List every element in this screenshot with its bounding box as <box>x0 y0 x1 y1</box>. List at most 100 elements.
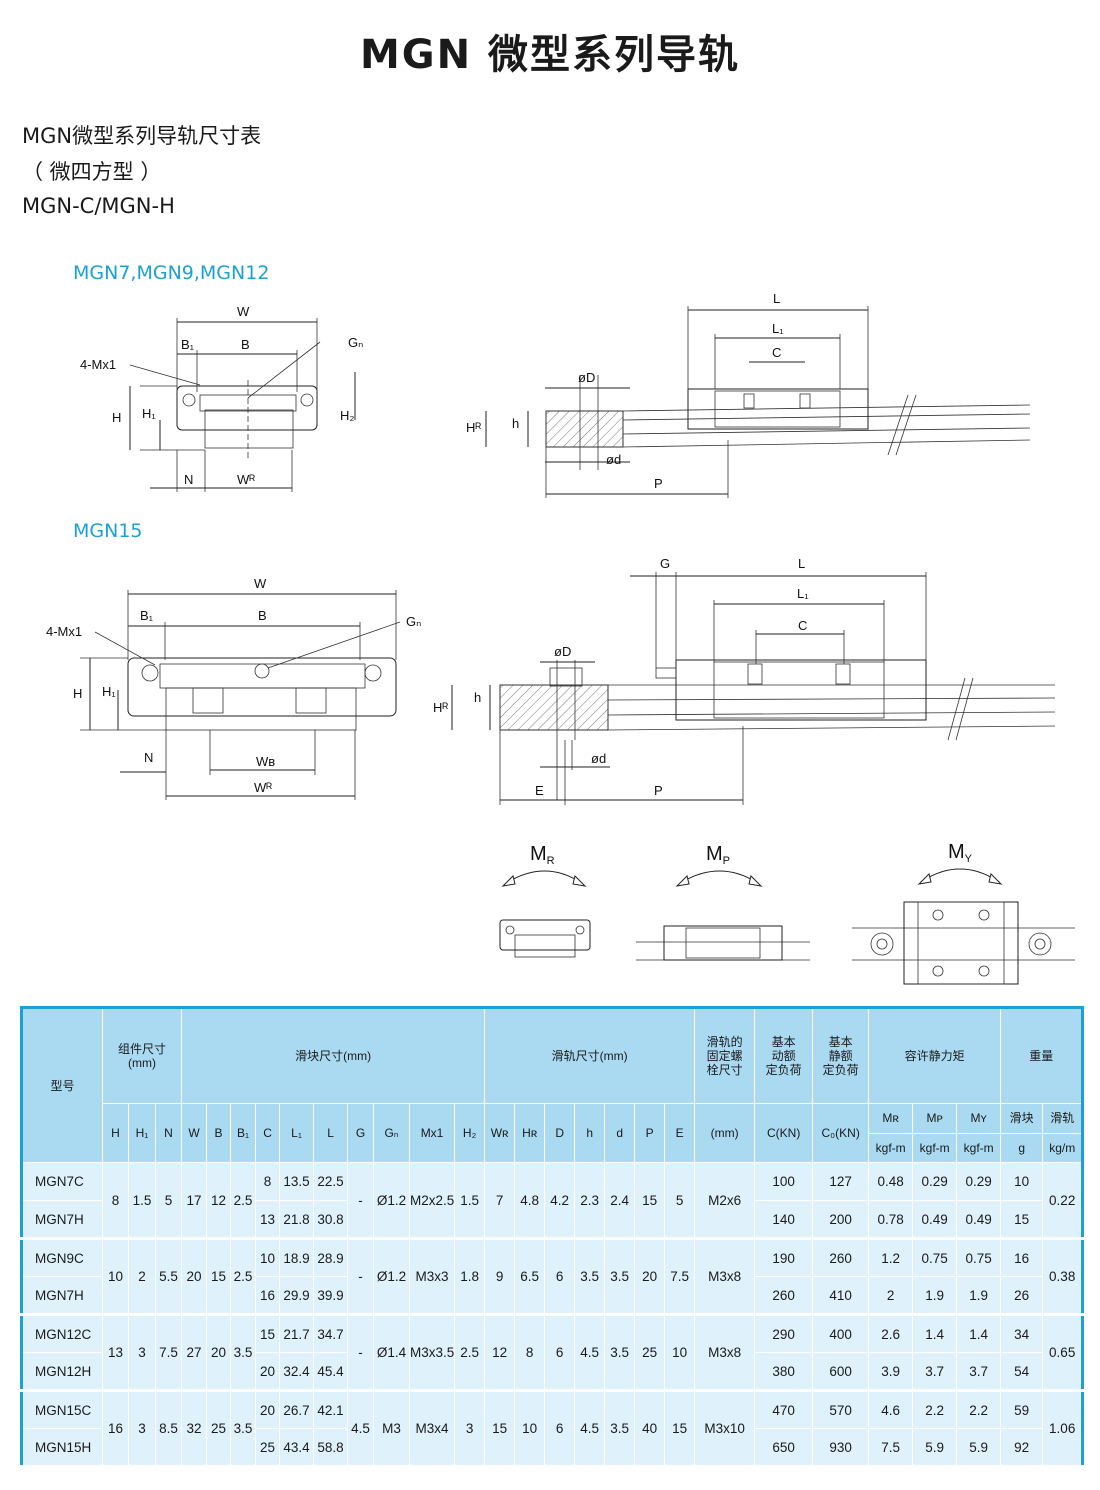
cell-n: 5 <box>154 1162 183 1240</box>
mgn15-front-view: W B₁ B Gₙ 4-Mx1 H H₁ N Wʙ Wᴿ <box>46 576 421 800</box>
moment-mp-diagram: MP <box>636 843 810 961</box>
cell-mp: 2.2 <box>912 1390 958 1429</box>
cell-stat: 600 <box>812 1352 870 1392</box>
cell-h2: 3 <box>454 1390 486 1468</box>
th-col-9: G <box>347 1103 375 1163</box>
cell-l: 30.8 <box>313 1200 349 1240</box>
dim-m: 4-Mx1 <box>80 357 116 372</box>
cell-wblock: 16 <box>1000 1238 1044 1277</box>
cell-h: 8 <box>102 1162 129 1240</box>
figure-label-small-series: MGN7,MGN9,MGN12 <box>73 262 270 284</box>
cell-h: 4.5 <box>574 1390 606 1468</box>
cell-c: 15 <box>255 1314 281 1353</box>
cell-w: 20 <box>181 1238 208 1316</box>
dim15-c: C <box>798 618 807 633</box>
cell-d: 6 <box>544 1238 576 1316</box>
cell-c: 10 <box>255 1238 281 1277</box>
dim15-wr: Wᴿ <box>254 780 272 795</box>
dim15-h: H <box>73 686 82 701</box>
cell-m: M2x2.5 <box>409 1162 456 1240</box>
cell-h1: 1.5 <box>128 1162 156 1240</box>
cell-gn: Ø1.2 <box>373 1238 411 1316</box>
dim15-wb: Wʙ <box>256 754 275 769</box>
th-col-16: h <box>574 1103 606 1163</box>
cell-b1: 3.5 <box>230 1390 257 1468</box>
th-col-19: E <box>664 1103 696 1163</box>
moment-my-sub: Y <box>965 853 973 865</box>
th-col-2: N <box>154 1103 183 1163</box>
th-dyn: 基本 动额 定负荷 <box>754 1007 814 1104</box>
cell-my: 3.7 <box>956 1352 1002 1392</box>
cell-c: 25 <box>255 1428 281 1468</box>
dim-n: N <box>184 472 193 487</box>
th-unit-c0: C₀(KN) <box>812 1103 870 1163</box>
cell-l1: 18.9 <box>279 1238 315 1277</box>
cell-wblock: 54 <box>1000 1352 1044 1392</box>
cell-b: 20 <box>206 1314 232 1392</box>
dim-h1: H₁ <box>142 406 156 421</box>
cell-dyn: 260 <box>754 1276 814 1316</box>
th-col-14: Hʀ <box>514 1103 546 1163</box>
cell-g: - <box>347 1162 375 1240</box>
cell-wrail: 0.38 <box>1042 1238 1084 1316</box>
dim15-h1: H₁ <box>102 684 116 699</box>
page-title: MGN 微型系列导轨 <box>359 32 741 78</box>
cell-dyn: 290 <box>754 1314 814 1353</box>
cell-gn: Ø1.2 <box>373 1162 411 1240</box>
cell-e: 10 <box>664 1314 696 1392</box>
cell-p: 20 <box>634 1238 666 1316</box>
th-wrail-top: 滑轨 <box>1043 1104 1082 1134</box>
dim-dd: øD <box>578 370 595 385</box>
cell-mr: 3.9 <box>868 1352 914 1392</box>
dim-h2: H₂ <box>340 408 354 423</box>
dim15-d: ød <box>591 751 606 766</box>
cell-wrail: 0.65 <box>1042 1314 1084 1392</box>
dim-l: L <box>773 291 780 306</box>
th-mr-unit: kgf-m <box>875 1141 906 1155</box>
cell-b1: 2.5 <box>230 1238 257 1316</box>
cell-h1: 3 <box>128 1390 156 1468</box>
cell-g: - <box>347 1314 375 1392</box>
cell-h: 4.5 <box>574 1314 606 1392</box>
cell-model: MGN7C <box>21 1162 103 1201</box>
cell-m: M3x4 <box>409 1390 456 1468</box>
dim15-l: L <box>798 556 805 571</box>
th-mp-top: Mᴘ <box>913 1104 957 1134</box>
cell-mp: 1.4 <box>912 1314 958 1353</box>
cell-mr: 0.48 <box>868 1162 914 1201</box>
subtitle-series: MGN-C/MGN-H <box>22 194 175 218</box>
cell-l: 45.4 <box>313 1352 349 1392</box>
cell-dyn: 470 <box>754 1390 814 1429</box>
cell-bolt: M3x8 <box>694 1314 756 1392</box>
svg-text:MR: MR <box>530 843 555 867</box>
dim-l1: L₁ <box>772 321 784 336</box>
technical-drawings: W B₁ B Gₙ 4-Mx1 H H₁ H₂ N Wᴿ L L₁ C øD ø… <box>46 291 1075 985</box>
th-stat: 基本 静额 定负荷 <box>812 1007 870 1104</box>
dim15-gn: Gₙ <box>406 614 421 629</box>
cell-c: 16 <box>255 1276 281 1316</box>
dim15-hr: Hᴿ <box>433 700 448 715</box>
cell-d: 3.5 <box>604 1314 636 1392</box>
dim15-l1: L₁ <box>797 586 809 601</box>
small-side-view: L L₁ C øD ød P Hᴿ h <box>466 291 1031 498</box>
cell-model: MGN7H <box>21 1276 103 1316</box>
cell-wr: 7 <box>484 1162 516 1240</box>
cell-h: 10 <box>102 1238 129 1316</box>
cell-n: 7.5 <box>154 1314 183 1392</box>
dim15-b1: B₁ <box>140 608 154 623</box>
cell-my: 5.9 <box>956 1428 1002 1468</box>
cell-dyn: 100 <box>754 1162 814 1201</box>
cell-p: 15 <box>634 1162 666 1240</box>
cell-gn: Ø1.4 <box>373 1314 411 1392</box>
moment-mp-sub: P <box>723 855 730 867</box>
th-my-unit: kgf-m <box>963 1141 994 1155</box>
cell-bolt: M2x6 <box>694 1162 756 1240</box>
cell-mr: 0.78 <box>868 1200 914 1240</box>
